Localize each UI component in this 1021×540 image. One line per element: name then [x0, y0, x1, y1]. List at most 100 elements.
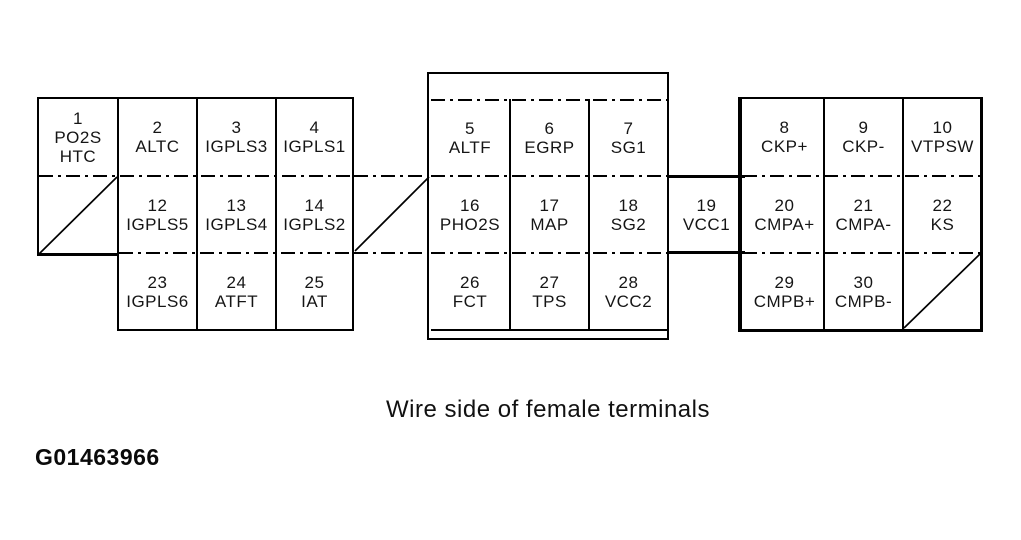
keyway-top-separator: [354, 175, 429, 177]
terminal-number: 24: [226, 272, 247, 292]
terminal-number: 3: [231, 118, 242, 137]
terminal-label: IAT: [301, 291, 328, 311]
right-block-column-separator: [823, 97, 825, 331]
middle-block-row-separator: [431, 175, 667, 177]
terminal-cell-8: 8 CKP+: [745, 98, 824, 176]
terminal-number: 23: [147, 272, 168, 292]
terminal-cell-25: 25 IAT: [276, 253, 353, 330]
terminal-label: TPS: [532, 291, 567, 311]
terminal-cell-13: 13 IGPLS4: [197, 176, 276, 253]
right-block-column-separator: [902, 97, 904, 331]
blank-position-15-diagonal: [354, 176, 430, 252]
terminal-number: 22: [932, 195, 953, 215]
terminal-cell-20: 20 CMPA+: [745, 176, 824, 253]
terminal-cell-14: 14 IGPLS2: [276, 176, 353, 253]
terminal-cell-4: 4 IGPLS1: [276, 98, 353, 176]
terminal-number: 30: [853, 272, 874, 292]
terminal-number: 6: [544, 119, 555, 138]
bridge-cell-top-border: [668, 175, 745, 178]
terminal-number: 21: [853, 195, 874, 215]
terminal-cell-19: 19 VCC1: [668, 176, 745, 253]
middle-block-column-separator: [509, 99, 511, 331]
right-block-top-border: [740, 97, 983, 99]
right-block-row-separator: [743, 252, 980, 254]
terminal-cell-5: 5 ALTF: [430, 100, 510, 176]
terminal-number: 7: [623, 119, 634, 138]
right-block-row-separator: [743, 175, 980, 177]
terminal-label: IGPLS1: [283, 137, 346, 156]
middle-block-row-separator: [431, 252, 667, 254]
terminal-number: 18: [618, 195, 639, 215]
left-block-step-border: [37, 253, 119, 256]
terminal-cell-30: 30 CMPB-: [824, 253, 903, 330]
terminal-label: MAP: [530, 214, 569, 234]
terminal-label: CMPA-: [835, 214, 892, 234]
terminal-number: 26: [460, 272, 480, 292]
terminal-label: IGPLS6: [126, 291, 189, 311]
terminal-label: IGPLS2: [283, 214, 346, 234]
terminal-cell-23: 23 IGPLS6: [118, 253, 197, 330]
left-block-left-border: [37, 97, 39, 255]
left-block-top-border: [37, 97, 354, 99]
terminal-label: VCC1: [682, 214, 731, 234]
terminal-cell-2: 2 ALTC: [118, 98, 197, 176]
terminal-label: CKP-: [842, 137, 885, 156]
terminal-number: 14: [304, 195, 325, 215]
left-block-row-separator: [119, 252, 353, 254]
terminal-number: 5: [465, 119, 475, 138]
terminal-cell-27: 27 TPS: [510, 253, 589, 330]
terminal-label: IGPLS4: [205, 214, 268, 234]
terminal-cell-1: 1 PO2S HTC: [38, 98, 118, 176]
terminal-number: 4: [309, 118, 320, 137]
left-block-right-border: [352, 97, 354, 331]
terminal-label: VCC2: [604, 291, 653, 311]
terminal-label: CMPB+: [753, 291, 816, 311]
terminal-label: KS: [930, 214, 955, 234]
terminal-label: PHO2S: [439, 214, 501, 234]
terminal-number: 12: [147, 195, 168, 215]
terminal-number: 10: [932, 118, 953, 137]
terminal-label: PO2S HTC: [54, 127, 102, 166]
terminal-cell-9: 9 CKP-: [824, 98, 903, 176]
terminal-label: CMPB-: [834, 291, 893, 311]
terminal-number: 8: [779, 118, 790, 137]
terminal-number: 9: [858, 118, 869, 137]
left-block-row-separator: [39, 175, 353, 177]
terminal-cell-10: 10 VTPSW: [903, 98, 982, 176]
terminal-cell-28: 28 VCC2: [589, 253, 668, 330]
keyway-bottom-separator: [354, 252, 429, 254]
terminal-label: SG1: [610, 138, 647, 157]
terminal-number: 19: [696, 195, 717, 215]
terminal-label: VTPSW: [911, 137, 974, 156]
terminal-number: 25: [304, 272, 325, 292]
terminal-number: 1: [73, 108, 83, 128]
terminal-cell-12: 12 IGPLS5: [118, 176, 197, 253]
terminal-cell-21: 21 CMPA-: [824, 176, 903, 253]
terminal-label: FCT: [452, 291, 488, 311]
terminal-number: 20: [774, 195, 795, 215]
blank-position-bottom-right-diagonal: [903, 253, 981, 329]
left-block-column-separator: [275, 97, 277, 331]
terminal-number: 29: [774, 272, 795, 292]
left-block-column-separator: [117, 97, 119, 331]
bridge-cell-bottom-border: [668, 251, 745, 254]
right-block-right-border: [980, 97, 983, 332]
middle-block-top-row-separator: [431, 99, 667, 101]
terminal-cell-16: 16 PHO2S: [430, 176, 510, 253]
figure-code: G01463966: [35, 444, 160, 470]
terminal-label: EGRP: [524, 138, 575, 157]
terminal-cell-17: 17 MAP: [510, 176, 589, 253]
right-block-bottom-border: [740, 329, 982, 332]
terminal-cell-26: 26 FCT: [430, 253, 510, 330]
middle-block-column-separator: [588, 99, 590, 331]
terminal-label: CKP+: [761, 137, 808, 156]
terminal-number: 27: [539, 272, 560, 292]
terminal-number: 13: [226, 195, 247, 215]
terminal-cell-7: 7 SG1: [589, 100, 668, 176]
terminal-cell-3: 3 IGPLS3: [197, 98, 276, 176]
blank-position-11-diagonal: [38, 176, 118, 255]
terminal-number: 16: [460, 195, 480, 215]
terminal-label: ALTF: [448, 138, 492, 157]
left-block-bottom-border: [117, 329, 354, 331]
terminal-cell-24: 24 ATFT: [197, 253, 276, 330]
